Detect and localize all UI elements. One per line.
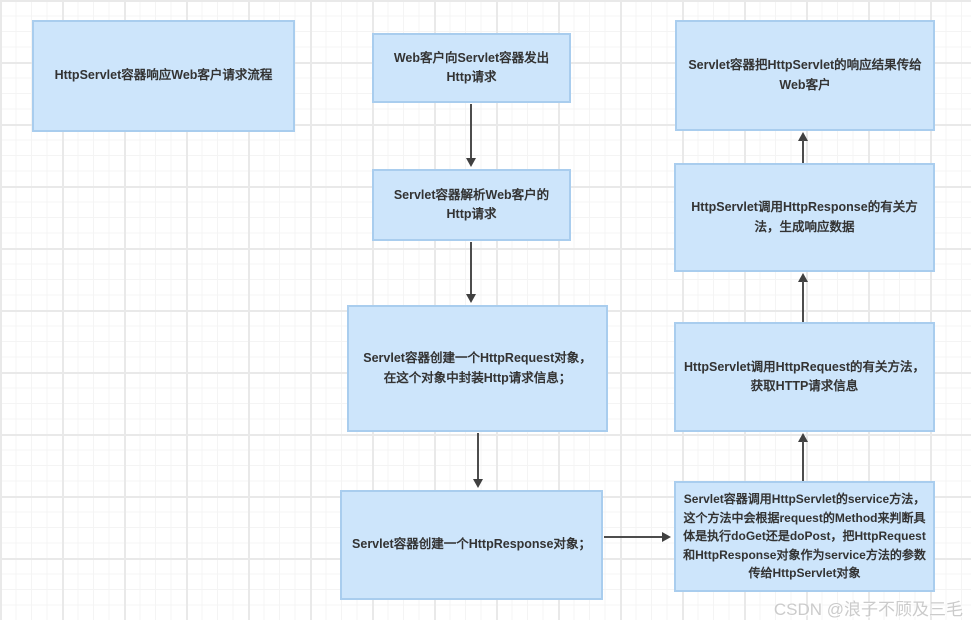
arrow-shaft bbox=[802, 281, 804, 322]
arrow-shaft bbox=[477, 433, 479, 481]
arrow-head bbox=[798, 433, 808, 442]
arrow-head bbox=[466, 158, 476, 167]
flow-box-label: HttpServlet调用HttpRequest的有关方法，获取HTTP请求信息 bbox=[684, 359, 925, 393]
flow-box-label: HttpServlet调用HttpResponse的有关方法，生成响应数据 bbox=[691, 200, 918, 234]
flow-box-get-request-info: HttpServlet调用HttpRequest的有关方法，获取HTTP请求信息 bbox=[674, 322, 935, 432]
flow-box-web-client-request: Web客户向Servlet容器发出Http请求 bbox=[372, 33, 571, 103]
arrow-head bbox=[662, 532, 671, 542]
arrow-head bbox=[798, 132, 808, 141]
flow-box-label: Servlet容器创建一个HttpRequest对象，在这个对象中封装Http请… bbox=[363, 351, 592, 385]
arrow-shaft bbox=[470, 104, 472, 159]
flow-box-label: Servlet容器把HttpServlet的响应结果传给Web客户 bbox=[688, 58, 922, 92]
arrow-shaft bbox=[470, 242, 472, 295]
flow-box-parse-request: Servlet容器解析Web客户的Http请求 bbox=[372, 169, 571, 241]
arrow-shaft bbox=[604, 536, 664, 538]
flow-box-title: HttpServlet容器响应Web客户请求流程 bbox=[32, 20, 295, 132]
csdn-watermark: CSDN @浪子不顾及三毛 bbox=[773, 600, 963, 619]
arrow-shaft bbox=[802, 441, 804, 481]
flow-box-call-service-method: Servlet容器调用HttpServlet的service方法，这个方法中会根… bbox=[674, 481, 935, 592]
flow-box-label: Servlet容器调用HttpServlet的service方法，这个方法中会根… bbox=[683, 492, 926, 581]
flow-box-create-httprequest: Servlet容器创建一个HttpRequest对象，在这个对象中封装Http请… bbox=[347, 305, 608, 432]
arrow-head bbox=[473, 479, 483, 488]
flow-box-label: HttpServlet容器响应Web客户请求流程 bbox=[54, 68, 273, 83]
flow-box-create-httpresponse: Servlet容器创建一个HttpResponse对象； bbox=[340, 490, 603, 600]
flow-box-label: Servlet容器解析Web客户的Http请求 bbox=[393, 187, 550, 221]
flow-box-label: Servlet容器创建一个HttpResponse对象； bbox=[352, 537, 591, 552]
flow-box-return-result-to-client: Servlet容器把HttpServlet的响应结果传给Web客户 bbox=[675, 20, 935, 131]
arrow-shaft bbox=[802, 140, 804, 163]
arrow-head bbox=[466, 294, 476, 303]
arrow-head bbox=[798, 273, 808, 282]
flow-box-generate-response-data: HttpServlet调用HttpResponse的有关方法，生成响应数据 bbox=[674, 163, 935, 272]
flow-box-label: Web客户向Servlet容器发出Http请求 bbox=[393, 50, 550, 84]
